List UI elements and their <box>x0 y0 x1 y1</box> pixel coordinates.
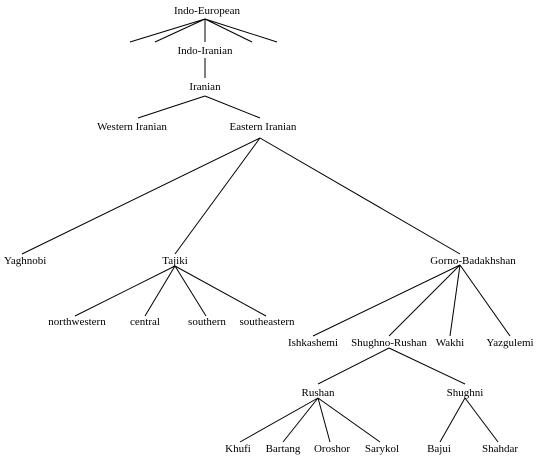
node-eastern-iranian: Eastern Iranian <box>229 121 297 133</box>
edge-gorno-yazgulemi <box>459 264 511 337</box>
edge-shughni-shahdar <box>464 397 499 443</box>
node-yaghnobi: Yaghnobi <box>4 255 47 267</box>
node-central: central <box>130 316 160 328</box>
node-gorno-badakhshan: Gorno-Badakhshan <box>430 255 516 267</box>
node-khufi: Khufi <box>225 443 251 455</box>
node-southeastern: southeastern <box>239 316 295 328</box>
edge-eastern-gorno <box>259 137 461 255</box>
edge-rushan-sarykol <box>317 397 381 443</box>
node-shughno-rushan: Shughno-Rushan <box>351 337 427 349</box>
node-rushan: Rushan <box>301 387 335 399</box>
edge-ie-5 <box>204 18 278 43</box>
edge-tajiki-northwestern <box>74 265 176 317</box>
node-western-iranian: Western Iranian <box>97 121 167 133</box>
edge-gorno-ishkashemi <box>312 264 461 337</box>
edge-tajiki-central <box>144 265 176 317</box>
node-yazgulemi: Yazgulemi <box>486 337 534 349</box>
node-indo-european: Indo-European <box>174 5 240 17</box>
edge-rushan-oroshor <box>317 397 331 443</box>
edge-tajiki-southern <box>174 265 207 317</box>
edge-iranian-western <box>137 95 206 119</box>
edge-tajiki-southeastern <box>174 265 267 317</box>
edge-ie-2 <box>154 18 206 43</box>
node-sarykol: Sarykol <box>364 443 400 455</box>
node-tajiki: Tajiki <box>162 255 188 267</box>
node-bartang: Bartang <box>265 443 301 455</box>
edge-ie-1 <box>129 18 206 43</box>
node-iranian: Iranian <box>189 81 221 93</box>
edge-sr-rushan <box>317 347 390 385</box>
edge-eastern-tajiki <box>174 137 261 255</box>
edge-rushan-khufi <box>239 397 319 443</box>
node-oroshor: Oroshor <box>313 443 351 455</box>
node-indo-iranian: Indo-Iranian <box>177 45 233 57</box>
edge-sr-shughni <box>388 347 466 385</box>
node-southern: southern <box>188 316 226 328</box>
edge-rushan-bartang <box>282 397 319 443</box>
node-bajui: Bajui <box>427 443 451 455</box>
edge-shughni-bajui <box>439 397 466 443</box>
edge-ie-4 <box>204 18 253 43</box>
node-ishkashemi: Ishkashemi <box>287 337 339 349</box>
edge-iranian-eastern <box>204 95 261 119</box>
node-shahdar: Shahdar <box>481 443 519 455</box>
node-shughni: Shughni <box>446 387 484 399</box>
edge-gorno-shughno-rushan <box>388 264 461 337</box>
edge-eastern-yaghnobi <box>21 137 261 255</box>
edge-gorno-wakhi <box>449 264 461 337</box>
node-wakhi: Wakhi <box>435 337 465 349</box>
node-northwestern: northwestern <box>48 316 106 328</box>
